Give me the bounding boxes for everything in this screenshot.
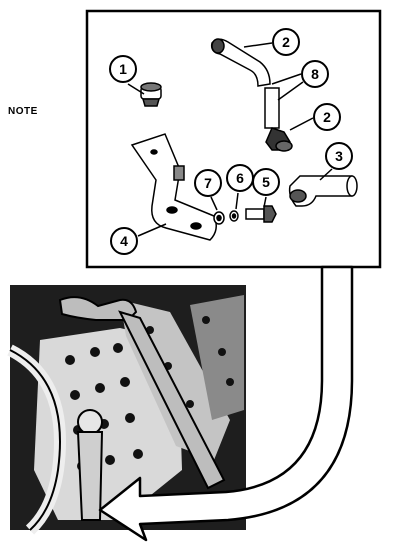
callout-leader-2 (243, 42, 273, 48)
callout-number-3: 3 (335, 148, 343, 164)
callout-circle-5 (252, 168, 280, 196)
callout-circle-2 (313, 103, 341, 131)
callout-number-5: 5 (262, 174, 270, 190)
callout-number-1: 1 (119, 61, 127, 77)
callout-number-4: 4 (120, 233, 128, 249)
part-bolt (245, 205, 277, 223)
part-washer-large (213, 211, 225, 225)
part-lower-tube (264, 87, 293, 152)
callout-circle-7 (194, 169, 222, 197)
callout-leader-8 (277, 81, 304, 101)
callout-circle-1 (109, 55, 137, 83)
note-label: NOTE (8, 106, 38, 117)
callout-number-2: 2 (323, 109, 331, 125)
callout-leader-8 (271, 73, 302, 85)
callout-leader-4 (137, 223, 167, 237)
callout-leader-6 (235, 192, 239, 210)
callout-circle-4 (110, 227, 138, 255)
callout-group: 1 2 8 2 3 7 6 5 4 (109, 28, 353, 255)
part-washer-small (229, 210, 239, 222)
callout-number-7: 7 (204, 175, 212, 191)
callout-leader-3 (319, 168, 333, 181)
callout-leader-2 (289, 117, 314, 131)
part-plug (140, 82, 162, 107)
callout-leader-5 (263, 196, 267, 208)
callout-circle-3 (325, 142, 353, 170)
indicator-arrow (98, 265, 354, 542)
callout-number-2: 2 (282, 34, 290, 50)
callout-number-6: 6 (236, 170, 244, 186)
part-upper-tube (210, 38, 271, 87)
part-elbow (288, 175, 358, 207)
callout-circle-2 (272, 28, 300, 56)
callout-number-8: 8 (311, 66, 319, 82)
callout-circle-8 (301, 60, 329, 88)
callout-leader-7 (210, 196, 218, 211)
callout-leader-1 (127, 83, 145, 95)
